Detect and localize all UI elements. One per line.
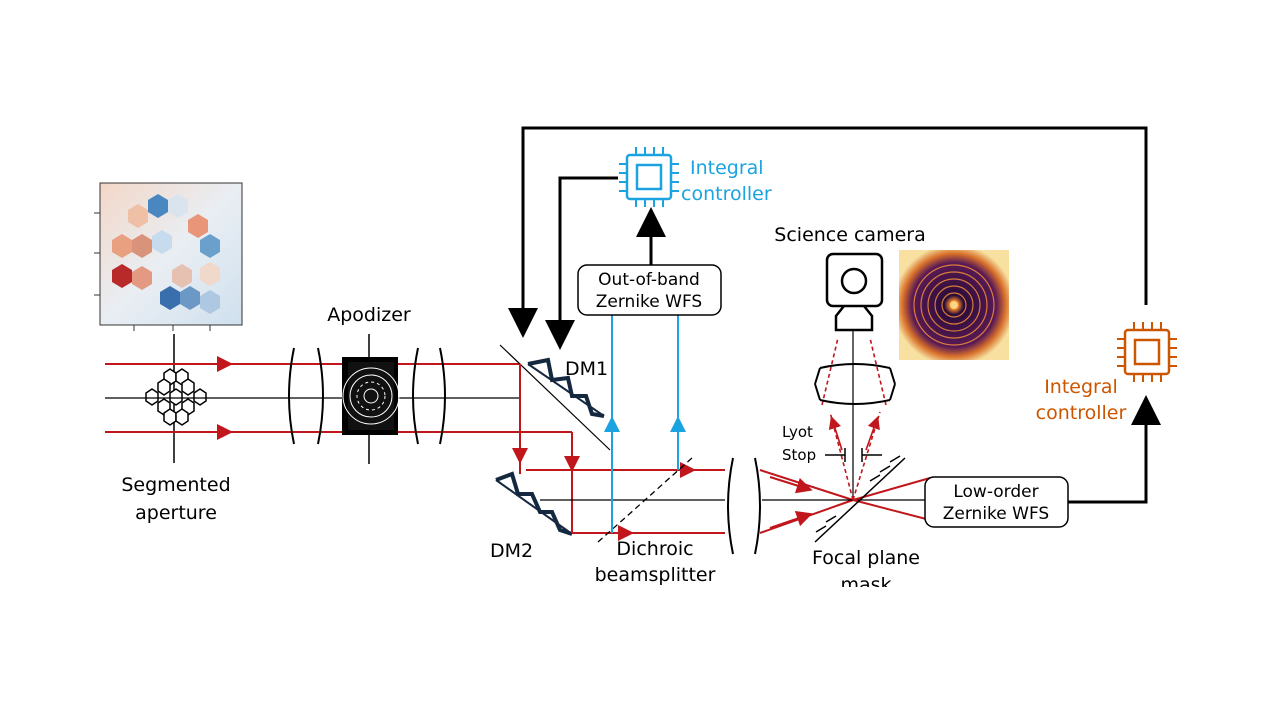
reimaging-lens: [814, 363, 896, 405]
segmented-aperture-label-line1: Segmented: [121, 474, 230, 496]
orange-feedback-line: [508, 126, 1148, 338]
lowo-wfs-box: Low-order Zernike WFS: [924, 476, 1069, 528]
dm1-label: DM1: [565, 358, 608, 380]
integral-controller-orange-line2: controller: [1036, 402, 1127, 424]
relay-lenses: [288, 347, 446, 445]
lyot-arrow-left: [828, 415, 843, 451]
blue-feedback-line: [545, 176, 618, 350]
oob-wfs-box: Out-of-band Zernike WFS: [577, 264, 722, 316]
lowo-wfs-label-line2: Zernike WFS: [943, 504, 1049, 524]
dm2: [495, 471, 573, 536]
segmented-aperture: [145, 334, 207, 463]
science-camera-label: Science camera: [774, 224, 925, 246]
apodizer-label: Apodizer: [327, 304, 411, 326]
lyot-arrow-right: [865, 415, 880, 451]
focusing-lens: [727, 457, 761, 555]
phase-map: [94, 182, 243, 331]
dichroic-label-line1: Dichroic: [616, 538, 693, 560]
integral-controller-blue-line2: controller: [681, 183, 772, 205]
integral-controller-blue-line1: Integral: [690, 157, 764, 179]
apodizer: [342, 334, 400, 464]
integral-controller-orange-line1: Integral: [1044, 376, 1118, 398]
camera-icon: [825, 252, 884, 332]
dichroic-label-line2: beamsplitter: [595, 564, 716, 586]
segmented-aperture-label-line2: aperture: [135, 502, 217, 524]
focal-plane-mask: [814, 455, 906, 543]
dm2-label: DM2: [490, 540, 533, 562]
oob-wfs-label-line1: Out-of-band: [598, 270, 700, 290]
entrance-beams: [105, 356, 572, 440]
lyot-label-line2: Stop: [782, 446, 816, 464]
converging-beams: [759, 469, 931, 534]
science-beams: [821, 337, 887, 501]
fpm-label-line1: Focal plane: [812, 547, 920, 569]
lyot-label-line1: Lyot: [782, 423, 813, 441]
dichroic-beamsplitter: [597, 457, 693, 543]
psf-image: [899, 250, 1009, 360]
oob-wfs-beams: [604, 314, 686, 533]
chip-icon: [1117, 322, 1177, 382]
lyot-stop: [825, 448, 882, 462]
oob-wfs-label-line2: Zernike WFS: [596, 292, 702, 312]
folded-beams: [512, 364, 725, 541]
dm1: [499, 344, 611, 451]
lowo-wfs-label-line1: Low-order: [953, 482, 1038, 502]
phase-map-hexes: [112, 194, 220, 314]
lowo-to-controller-arrow: [1068, 395, 1161, 504]
chip-icon: [619, 147, 679, 207]
fpm-label-crop: [800, 587, 920, 599]
